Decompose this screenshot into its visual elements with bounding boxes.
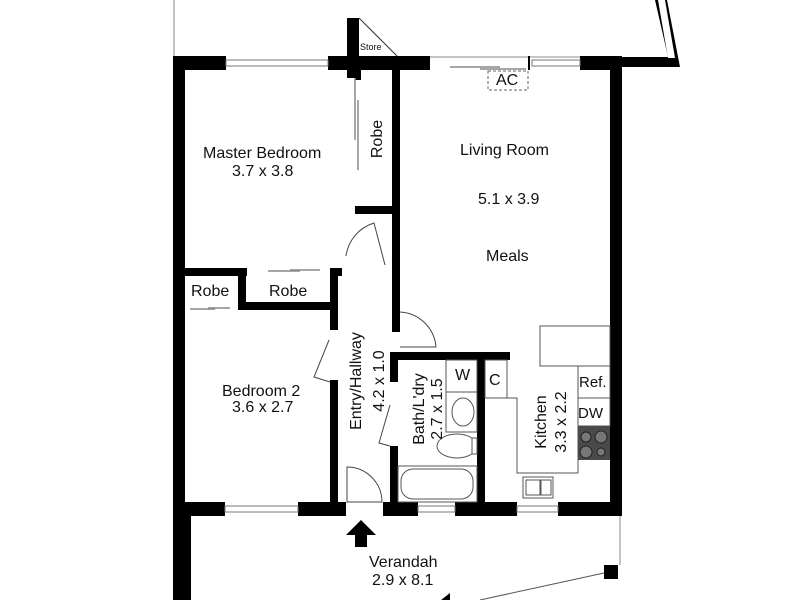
- master-bedroom-size: 3.7 x 3.8: [232, 163, 294, 180]
- walls: [173, 18, 622, 600]
- fridge-label: Ref.: [579, 374, 607, 391]
- entry-label: Entry/Hallway: [348, 332, 365, 430]
- kitchen-label: Kitchen: [533, 395, 550, 449]
- master-robe-label: Robe: [369, 119, 386, 159]
- entry-size: 4.2 x 1.0: [371, 350, 388, 412]
- dishwasher-label: DW: [578, 405, 603, 422]
- living-room-size: 5.1 x 3.9: [478, 191, 540, 208]
- master-bedroom-label: Master Bedroom: [203, 145, 322, 162]
- verandah-label: Verandah: [369, 554, 438, 571]
- bedroom2-label: Bedroom 2: [222, 383, 301, 400]
- kitchen-size: 3.3 x 2.2: [553, 391, 570, 453]
- washer-label: W: [455, 367, 471, 384]
- robe-left-label: Robe: [191, 283, 230, 300]
- store-label: Store: [360, 42, 382, 52]
- verandah-size: 2.9 x 8.1: [372, 572, 434, 589]
- meals-label: Meals: [486, 248, 529, 265]
- bath-label: Bath/L'dry: [411, 373, 428, 445]
- bath-size: 2.7 x 1.5: [429, 378, 446, 440]
- cupboard-label: C: [489, 372, 501, 389]
- living-room-label: Living Room: [460, 142, 549, 159]
- ac-label: AC: [496, 72, 519, 89]
- bedroom2-size: 3.6 x 2.7: [232, 399, 294, 416]
- robe-mid-label: Robe: [269, 283, 308, 300]
